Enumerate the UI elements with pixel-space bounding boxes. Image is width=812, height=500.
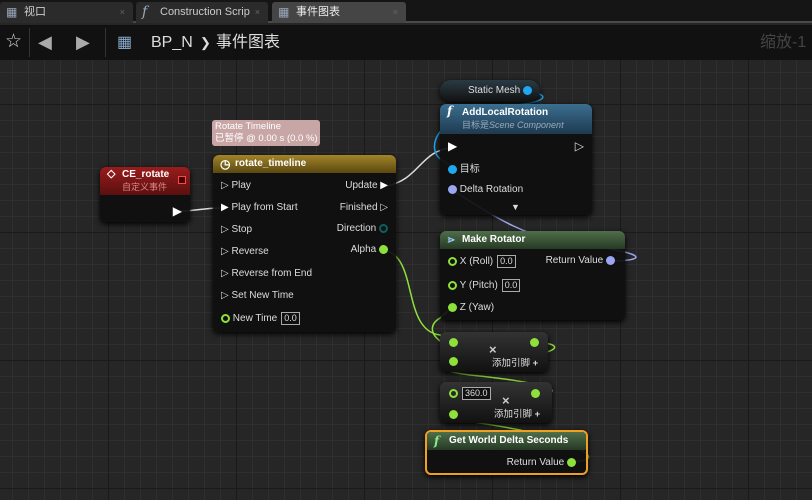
zoom-level: 缩放-1: [760, 34, 807, 51]
timeline-node[interactable]: ◷rotate_timeline ▷ Play ▶ Play from Star…: [213, 155, 396, 332]
x-roll-field[interactable]: 0.0: [497, 255, 516, 268]
input-pin-stop[interactable]: ▷ Stop: [221, 224, 253, 235]
toolbar: ☆ ◀ ▶ ▦ BP_N ❯ 事件图表 缩放-1: [0, 25, 812, 60]
timeline-tooltip: Rotate Timeline 已暂停 @ 0.00 s (0.0 %): [212, 120, 320, 146]
multiply-node-2[interactable]: 360.0 × 添加引脚 +: [440, 382, 552, 423]
new-time-field[interactable]: 0.0: [281, 312, 300, 325]
function-icon: f: [447, 104, 453, 118]
make-struct-icon: ⋗: [447, 235, 456, 246]
add-local-rotation-node[interactable]: f AddLocalRotation 目标是Scene Component ▶ …: [440, 104, 592, 215]
add-pin-button[interactable]: 添加引脚 +: [494, 409, 541, 420]
breadcrumb-separator: ❯: [200, 35, 211, 50]
output-pin-update[interactable]: Update ▶: [345, 180, 388, 191]
plus-icon: +: [532, 358, 539, 369]
viewport-icon: ▦: [6, 5, 18, 19]
clock-icon: ◷: [220, 157, 231, 171]
custom-event-node[interactable]: ◇ CE_rotate 自定义事件 ▶: [100, 167, 190, 222]
input-pin-play[interactable]: ▷ Play: [221, 180, 251, 191]
target-pin[interactable]: 目标: [448, 164, 480, 176]
forward-arrow-icon[interactable]: ▶: [76, 32, 90, 52]
function-icon: f: [142, 4, 148, 20]
graph-icon: ▦: [278, 5, 290, 19]
return-value-pin[interactable]: Return Value: [546, 255, 615, 267]
exec-in-pin[interactable]: ▶: [448, 139, 458, 153]
breadcrumb-root[interactable]: BP_N: [151, 34, 193, 51]
input-b-pin[interactable]: [449, 356, 458, 368]
output-pin[interactable]: [530, 337, 539, 349]
output-pin-finished[interactable]: Finished ▷: [339, 202, 388, 213]
x-roll-pin[interactable]: X (Roll)0.0: [448, 255, 516, 268]
input-a-pin[interactable]: 360.0: [449, 387, 491, 400]
plus-icon: +: [534, 409, 541, 420]
graph-icon: ▦: [117, 34, 133, 51]
output-pin[interactable]: [531, 388, 540, 400]
multiply-icon: ×: [502, 393, 510, 408]
input-pin-set-new-time[interactable]: ▷ Set New Time: [221, 290, 294, 301]
make-rotator-node[interactable]: ⋗Make Rotator X (Roll)0.0 Y (Pitch)0.0 Z…: [440, 231, 625, 320]
input-a-pin[interactable]: [449, 337, 458, 349]
input-pin-reverse[interactable]: ▷ Reverse: [221, 246, 269, 257]
close-icon[interactable]: ×: [254, 7, 260, 17]
multiply-icon: ×: [489, 342, 497, 357]
breadcrumb-current: 事件图表: [216, 34, 281, 51]
event-diamond-icon: ◇: [107, 168, 116, 180]
expand-arrow-icon[interactable]: ▼: [511, 202, 520, 212]
favorite-star-icon[interactable]: ☆: [5, 31, 23, 52]
static-mesh-variable-node[interactable]: Static Mesh: [440, 80, 540, 102]
y-pitch-pin[interactable]: Y (Pitch)0.0: [448, 279, 521, 292]
z-yaw-pin[interactable]: Z (Yaw): [448, 302, 494, 314]
close-icon[interactable]: ×: [119, 7, 125, 17]
tab-event-graph[interactable]: ▦事件图表×: [272, 2, 406, 23]
input-pin-reverse-from-end[interactable]: ▷ Reverse from End: [221, 268, 313, 279]
close-icon[interactable]: ×: [392, 7, 398, 17]
function-icon: f: [434, 434, 440, 448]
delegate-pin[interactable]: [178, 176, 186, 184]
add-pin-button[interactable]: 添加引脚 +: [492, 358, 539, 369]
exec-out-pin[interactable]: ▶: [172, 204, 182, 218]
delta-rotation-pin[interactable]: Delta Rotation: [448, 184, 523, 196]
input-b-pin[interactable]: [449, 409, 458, 421]
exec-out-pin[interactable]: ▷: [574, 139, 584, 153]
output-pin-alpha[interactable]: Alpha: [351, 244, 388, 256]
return-value-pin[interactable]: Return Value: [507, 457, 576, 469]
back-arrow-icon[interactable]: ◀: [38, 32, 52, 52]
y-pitch-field[interactable]: 0.0: [501, 279, 521, 292]
blueprint-graph-canvas[interactable]: [0, 60, 812, 500]
constant-field[interactable]: 360.0: [462, 387, 491, 400]
output-pin-direction[interactable]: Direction: [337, 223, 388, 235]
tab-viewport[interactable]: ▦视口×: [0, 2, 133, 23]
multiply-node[interactable]: × 添加引脚 +: [440, 332, 548, 372]
input-pin-play-from-start[interactable]: ▶ Play from Start: [221, 202, 298, 213]
